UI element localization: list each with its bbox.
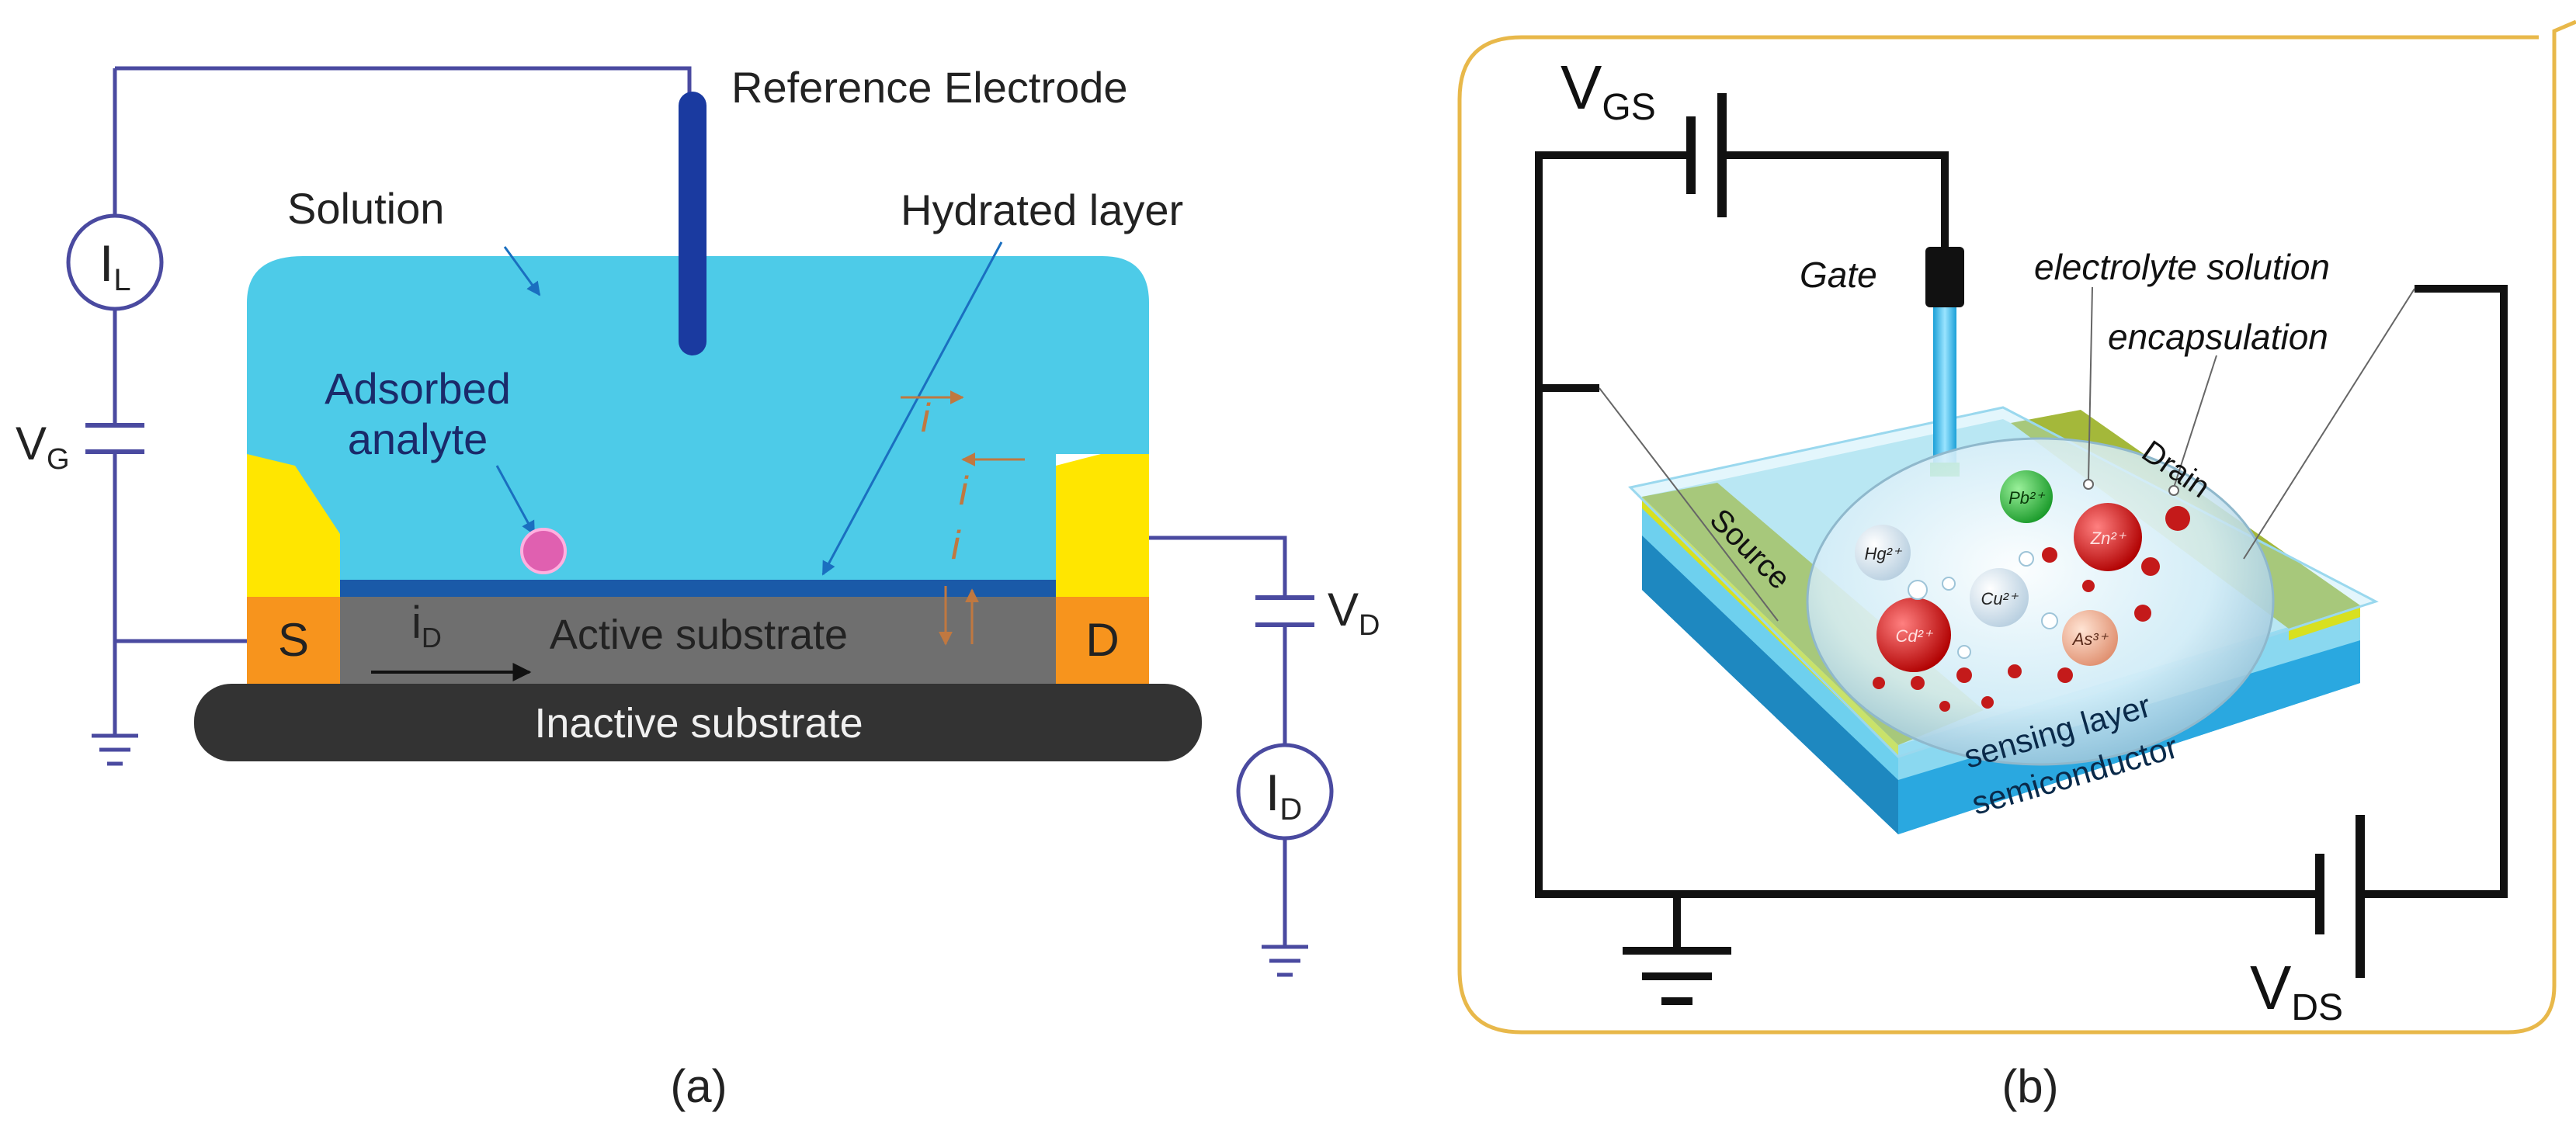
svg-text:i: i — [951, 523, 961, 568]
panel-b: VGS VDS — [1457, 19, 2576, 1112]
ions: Pb²⁺ Hg²⁺ Zn²⁺ Cu²⁺ Cd²⁺ As³⁺ — [1855, 470, 2190, 712]
il-sub: L — [113, 263, 130, 297]
battery-vgs — [1686, 93, 1727, 217]
reference-electrode-label: Reference Electrode — [731, 63, 1128, 112]
wire-gate-right — [1722, 151, 1949, 247]
reference-electrode-rod — [679, 92, 706, 355]
hydrated-layer-label: Hydrated layer — [901, 185, 1183, 234]
vgs-label: VGS — [1561, 53, 1656, 128]
left-gold-contact — [247, 454, 340, 612]
battery-vds — [2315, 815, 2365, 978]
ammeter-il: IL — [66, 213, 164, 311]
ion-zn-label: Zn²⁺ — [2090, 529, 2127, 548]
ammeter-id: ID — [1236, 743, 1334, 841]
inactive-substrate-label: Inactive substrate — [534, 700, 863, 747]
hydrated-layer-arrow — [821, 241, 1003, 576]
ground-left — [92, 733, 138, 766]
ion-pb-label: Pb²⁺ — [2008, 488, 2046, 508]
panel-b-wires — [1535, 151, 2508, 947]
id-meter-main: I — [1265, 764, 1279, 821]
analyte-arrow — [495, 465, 536, 536]
adsorbed-analyte-particle — [520, 528, 567, 574]
svg-text:IL: IL — [99, 234, 131, 297]
ion-cu — [1970, 568, 2029, 627]
vds-label: VDS — [2250, 953, 2343, 1028]
id-meter-sub: D — [1279, 792, 1302, 827]
ion-as-label: As³⁺ — [2071, 629, 2109, 649]
panel-b-frame — [1457, 19, 2576, 1035]
svg-text:i: i — [959, 469, 969, 514]
active-substrate-label: Active substrate — [550, 612, 848, 658]
ion-hg-label: Hg²⁺ — [1864, 544, 1902, 563]
adsorbed-analyte-line2: analyte — [348, 414, 488, 463]
solution-arrow — [503, 246, 541, 296]
svg-text:i: i — [921, 396, 931, 441]
ion-drift-arrows — [901, 390, 1025, 646]
small-particles — [1873, 506, 2190, 712]
ground-right — [1262, 945, 1308, 977]
right-gold-contact — [1056, 454, 1149, 612]
vd-label: VD — [1328, 584, 1380, 642]
electrolyte-solution-label: electrolyte solution — [2034, 247, 2330, 287]
il-main: I — [99, 234, 113, 292]
drain-electrode-edge — [2289, 605, 2360, 640]
caption-b: (b) — [2001, 1060, 2058, 1112]
ion-zn — [2074, 503, 2142, 571]
id-current-label: iD — [411, 598, 442, 653]
leader-lines — [1599, 286, 2415, 622]
wire-gate-loop — [1535, 151, 2320, 898]
ion-hg — [1855, 525, 1911, 581]
ion-pb — [2000, 470, 2053, 523]
ion-cd-label: Cd²⁺ — [1895, 626, 1933, 646]
source-pad — [247, 597, 340, 684]
caption-a: (a) — [670, 1060, 727, 1112]
solution-body — [247, 256, 1149, 582]
inactive-substrate — [194, 684, 1202, 761]
ground-b — [1623, 947, 1731, 1005]
active-substrate — [340, 597, 1056, 684]
ion-cd — [1876, 598, 1951, 672]
capacitor-vd — [1255, 595, 1314, 627]
drain-pad — [1056, 597, 1149, 684]
ion-drift-labels: i i i — [921, 396, 969, 568]
vg-label: VG — [16, 418, 70, 476]
ion-as — [2062, 610, 2118, 666]
panel-a: IL ID VG VD S D Inactive substrate Activ… — [16, 63, 1380, 1112]
svg-text:ID: ID — [1265, 764, 1302, 827]
drain-label: D — [1085, 614, 1119, 666]
encapsulation-label: encapsulation — [2108, 317, 2328, 357]
gate-label: Gate — [1800, 255, 1877, 295]
source-label: S — [278, 614, 309, 666]
bubbles — [1908, 551, 2058, 659]
wire-top — [115, 66, 692, 97]
solution-label: Solution — [287, 184, 444, 233]
wire-drain-loop — [2360, 285, 2508, 898]
capacitor-vg — [85, 423, 144, 454]
ion-cu-label: Cu²⁺ — [1981, 589, 2019, 608]
hydrated-layer-strip — [340, 580, 1056, 597]
adsorbed-analyte-line1: Adsorbed — [325, 364, 511, 413]
